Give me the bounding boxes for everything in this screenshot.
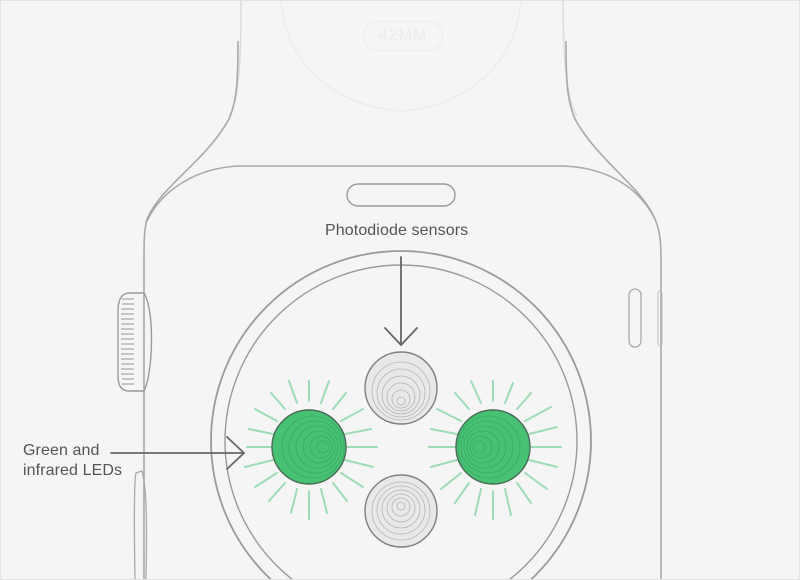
photodiode-label: Photodiode sensors	[325, 222, 469, 239]
band-size-badge: 42MM	[363, 21, 443, 51]
digital-crown	[117, 292, 153, 392]
watch-body	[143, 218, 662, 579]
band-release-slot	[346, 183, 456, 207]
led-left	[271, 409, 347, 485]
watch-lugs	[146, 40, 656, 222]
arrow-leds	[110, 436, 246, 470]
photodiode-bottom	[364, 474, 438, 548]
speaker-slot-right	[657, 290, 663, 347]
side-button-left	[133, 470, 148, 579]
photodiode-top	[364, 351, 438, 425]
led-rays-left	[244, 380, 378, 520]
led-label-line2: infrared LEDs	[23, 462, 123, 479]
side-button-right	[628, 288, 642, 348]
led-rays-right	[428, 380, 562, 520]
led-right	[455, 409, 531, 485]
led-label: Green and infrared LEDs	[23, 441, 122, 481]
watch-band	[228, 1, 578, 117]
led-label-line1: Green and	[23, 442, 100, 459]
sensor-outer-ring	[210, 250, 592, 579]
arrow-photodiode	[384, 256, 418, 347]
